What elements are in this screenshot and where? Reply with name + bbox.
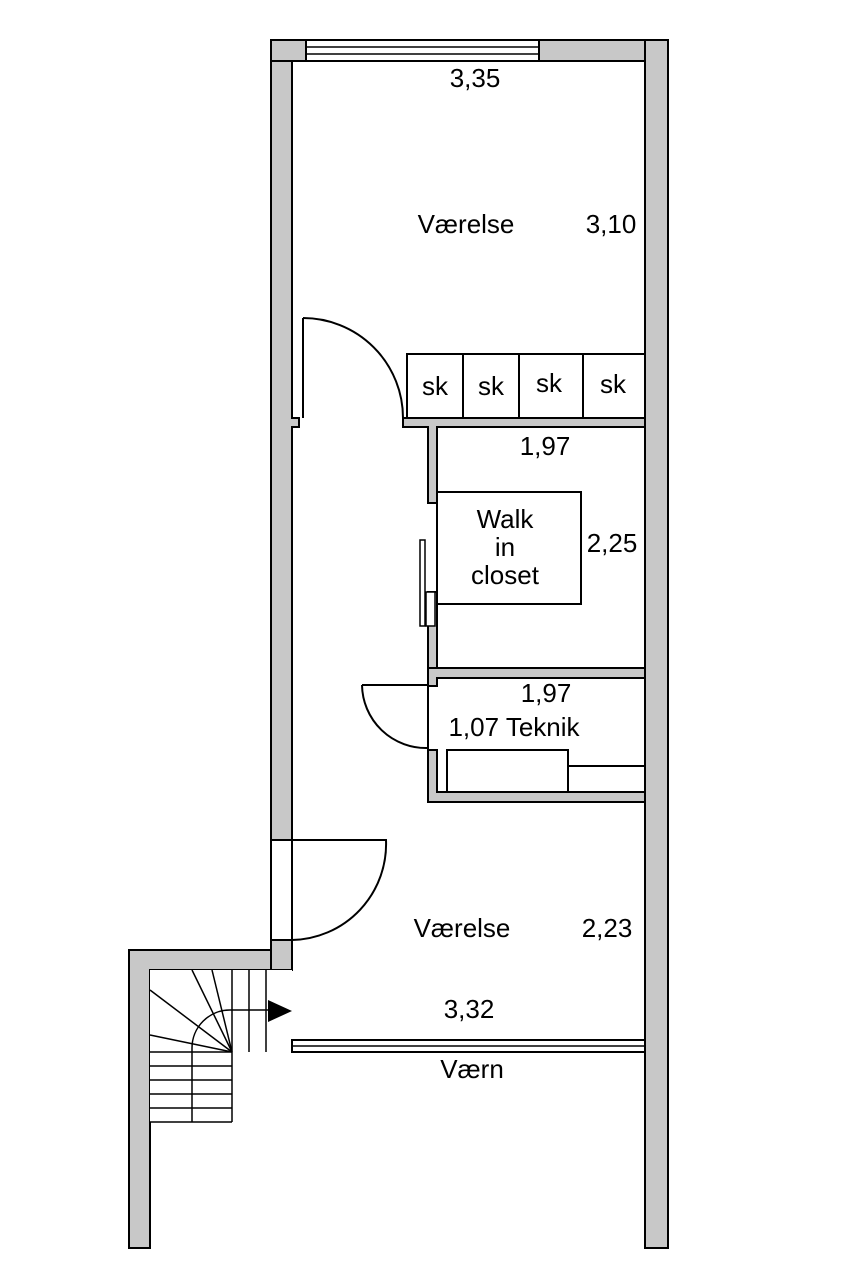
lower-room-name: Værelse — [414, 913, 511, 943]
closet-depth: 2,25 — [587, 528, 638, 558]
railing-label: Værn — [440, 1054, 504, 1084]
wardrobe-label: sk — [422, 371, 449, 401]
wall-technik — [427, 749, 646, 803]
wardrobe-label: sk — [536, 368, 563, 398]
lower-room-width: 3,32 — [444, 994, 495, 1024]
closet-name-line2: in — [495, 532, 515, 562]
window — [305, 39, 540, 62]
door-swing — [302, 317, 404, 419]
outer-wall-right — [644, 39, 669, 1249]
wardrobe-label: sk — [600, 369, 627, 399]
wardrobe-block — [406, 353, 646, 419]
door-swing — [271, 839, 388, 941]
staircase — [149, 969, 292, 1123]
upper-room-width: 3,35 — [450, 63, 501, 93]
wardrobe-label: sk — [478, 371, 505, 401]
closet-width: 1,97 — [520, 431, 571, 461]
triangle-arrow-icon — [268, 1000, 292, 1022]
sliding-door — [419, 539, 426, 627]
outer-wall-left-upper — [270, 39, 300, 841]
closet-name-line3: closet — [471, 560, 540, 590]
technik-label: 1,07 Teknik — [448, 712, 580, 742]
upper-room-name: Værelse — [418, 209, 515, 239]
technik-unit — [446, 749, 569, 793]
lower-room-depth: 2,23 — [582, 913, 633, 943]
stair-wall-stub — [270, 939, 293, 971]
technik-width: 1,97 — [521, 678, 572, 708]
door-swing — [361, 684, 429, 750]
sliding-door — [425, 591, 436, 627]
closet-shelf — [436, 491, 582, 605]
upper-room-depth: 3,10 — [586, 209, 637, 239]
closet-name-line1: Walk — [477, 504, 535, 534]
